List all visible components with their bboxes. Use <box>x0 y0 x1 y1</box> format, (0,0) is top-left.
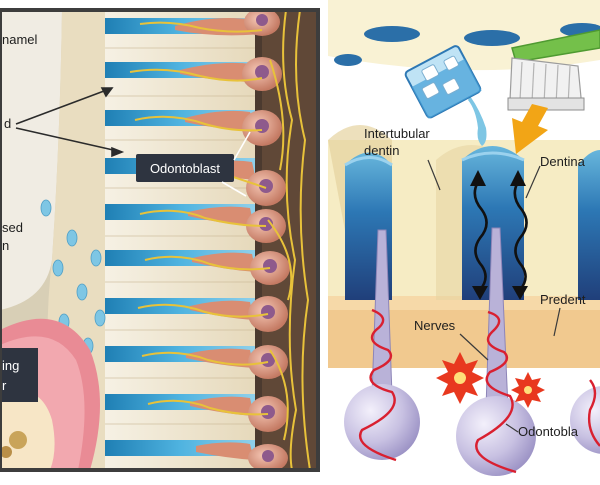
tubule-openings <box>334 23 600 66</box>
toothbrush-icon <box>507 29 600 111</box>
dentin-striation <box>105 47 255 425</box>
pain-starburst-icon <box>511 372 545 408</box>
bottom-left-label-box <box>0 348 38 402</box>
fluid-droplets <box>40 199 106 355</box>
label-pointers <box>15 87 251 197</box>
tubule-label: d <box>4 116 11 131</box>
left-panel: Odontoblast ing r namel d sed n <box>0 10 318 470</box>
dentinal-label: Dentina <box>540 154 586 169</box>
nerves-label: Nerves <box>414 318 456 333</box>
odontoblast-right-label: Odontobla <box>518 424 579 439</box>
nerve-fibers <box>129 10 311 470</box>
exposed-label-line1: sed <box>2 220 23 235</box>
odontoblast-processes <box>371 227 509 409</box>
odontoblast-cell <box>190 396 288 432</box>
bottom-left-label-line1: ing <box>2 358 19 373</box>
down-arrow-icon <box>512 104 548 154</box>
odontoblast-cells <box>175 10 290 470</box>
right-label-pointers <box>427 159 561 433</box>
bottom-left-label-line2: r <box>2 378 7 393</box>
enamel-label: namel <box>2 32 38 47</box>
double-arrow-heads <box>470 170 528 300</box>
glass-of-ice-water-icon <box>404 45 482 119</box>
pain-starburst-icon <box>436 352 484 404</box>
right-panel: Intertubular dentin Dentina Predent Nerv… <box>328 0 600 480</box>
nerve-spirals <box>359 308 600 474</box>
intertubular-label-line2: dentin <box>364 143 399 158</box>
water-stream <box>468 96 487 146</box>
odontoblast-label-box <box>136 154 234 182</box>
predentin-label: Predent <box>540 292 586 307</box>
intertubular-label-line1: Intertubular <box>364 126 430 141</box>
odontoblast-cell <box>196 442 288 470</box>
exposed-label-line2: n <box>2 238 9 253</box>
left-panel-frame <box>0 8 320 472</box>
odontoblast-label: Odontoblast <box>150 161 220 176</box>
double-arrow-icon <box>473 181 528 291</box>
